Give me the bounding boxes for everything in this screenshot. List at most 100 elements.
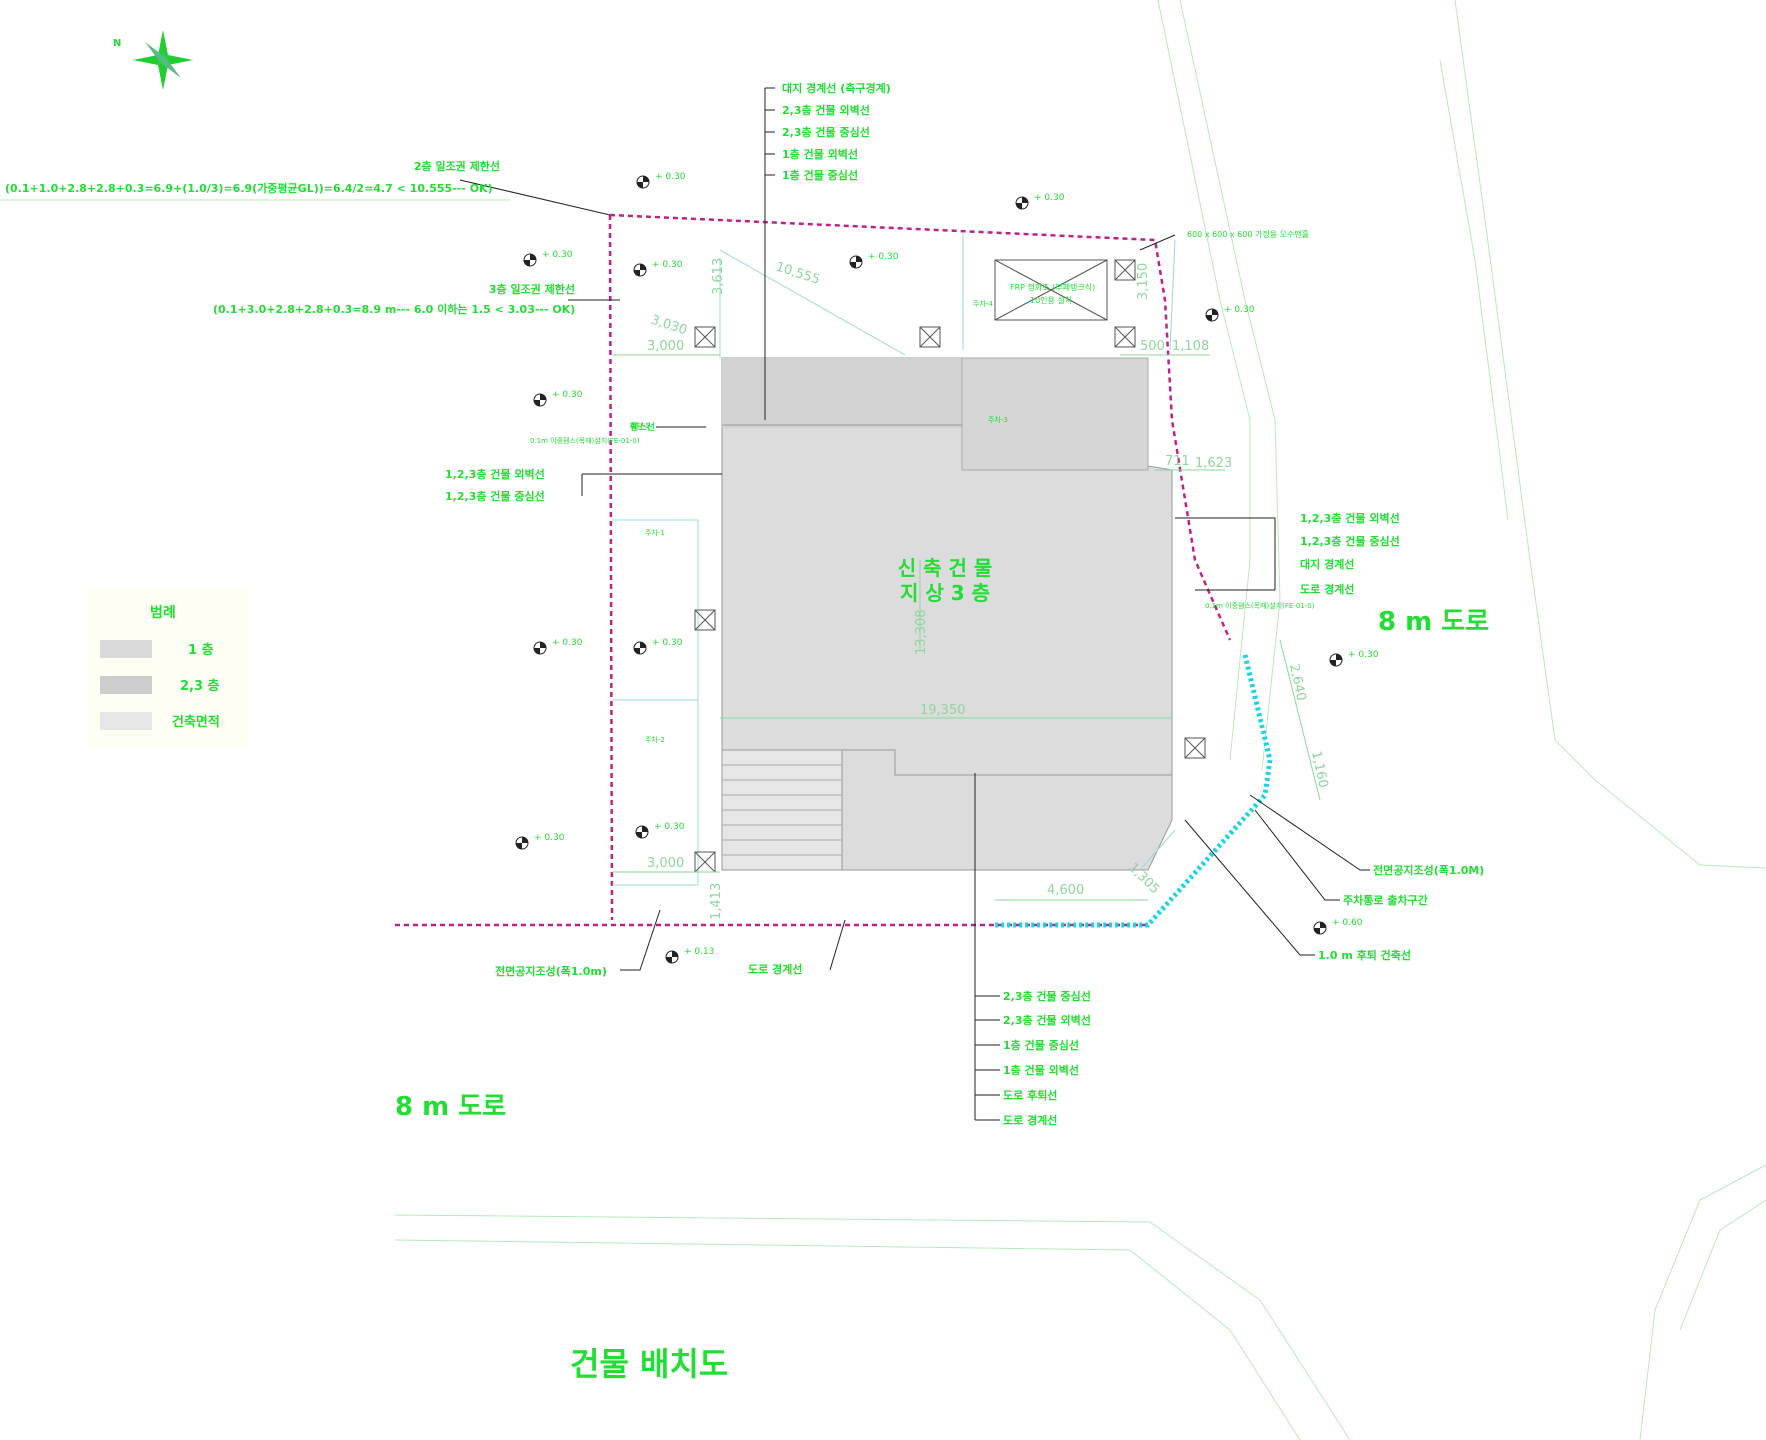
- top-callout-2: 2,3층 건물 외벽선: [782, 103, 870, 117]
- dim-13308: 13,308: [914, 610, 929, 656]
- top-callout-5: 1층 건물 중심선: [782, 168, 858, 182]
- north-arrow-icon: N: [113, 30, 193, 90]
- leader-lines: [459, 87, 1370, 1121]
- manhole-label: 600 x 600 x 600 가정용 오수맨홀: [1187, 229, 1309, 239]
- svg-text:+ 0.30: + 0.30: [552, 390, 583, 400]
- svg-text:+ 0.30: + 0.30: [1348, 650, 1379, 660]
- bottom-callout-4: 1층 건물 외벽선: [1003, 1063, 1079, 1077]
- dim-711: 711: [1165, 454, 1190, 469]
- tank-sub: 10인용 설치: [1030, 295, 1072, 305]
- parking-2: 주차-2: [645, 735, 665, 744]
- legend-swatch-2: [100, 676, 152, 694]
- svg-text:+ 0.30: + 0.30: [655, 172, 686, 182]
- legend-swatch-3: [100, 712, 152, 730]
- left-outer-callout: 1,2,3층 건물 외벽선: [445, 467, 545, 481]
- slant3-title: 3층 일조권 제한선: [489, 282, 575, 296]
- fence-sub: 0.1m 이중휀스(목재)설치(FE-01-0): [530, 436, 640, 445]
- legend-label-3: 건축면적: [172, 714, 220, 730]
- drawing-title: 건물 배치도: [570, 1345, 728, 1383]
- dim-3613: 3,613: [711, 258, 726, 295]
- parking-5: 주차-5: [630, 421, 650, 430]
- dim-1160: 1,160: [1308, 750, 1330, 790]
- slant2-formula: (0.1+1.0+2.8+2.8+0.3=6.9+(1.0/3)=6.9(가중평…: [5, 181, 493, 195]
- top-callout-1: 대지 경계선 (측구경계): [782, 81, 891, 95]
- svg-text:+ 0.30: + 0.30: [868, 252, 899, 262]
- equipment-boxes: [694, 259, 1206, 873]
- top-callout-4: 1층 건물 외벽선: [782, 147, 858, 161]
- dim-1108: 1,108: [1172, 339, 1209, 354]
- level-marker: + 0.30: [1015, 193, 1065, 210]
- svg-text:+ 0.30: + 0.30: [1224, 305, 1255, 315]
- dim-19350: 19,350: [920, 703, 966, 718]
- bottom-left-callout-2: 도로 경계선: [748, 962, 802, 976]
- bottom-callout-5: 도로 후퇴선: [1003, 1088, 1057, 1102]
- road-south-label: 8 m 도로: [395, 1092, 506, 1122]
- tank-tag: 주차-4: [973, 299, 993, 308]
- site-boundary: [395, 213, 1232, 927]
- bottom-callout-1: 2,3층 건물 중심선: [1003, 989, 1091, 1003]
- bottom-right-callout-1: 전면공지조성(폭1.0M): [1373, 863, 1484, 877]
- dim-3000-bottom: 3,000: [647, 856, 684, 871]
- bottom-right-callout-3: 1.0 m 후퇴 건축선: [1318, 948, 1411, 962]
- svg-text:+ 0.30: + 0.30: [542, 250, 573, 260]
- legend-swatch-1: [100, 640, 152, 658]
- upper-floor-block-right: [961, 357, 1149, 471]
- dimension-lines: [612, 354, 1321, 901]
- dim-1623: 1,623: [1195, 456, 1232, 471]
- dim-2640: 2,640: [1286, 663, 1308, 703]
- dim-3000-top: 3,000: [647, 339, 684, 354]
- svg-text:+ 0.60: + 0.60: [1332, 918, 1363, 928]
- legend-label-2: 2,3 층: [180, 678, 220, 694]
- level-markers: + 0.30 + 0.30 + 0.30 + 0.30 + 0.30 + 0.3…: [515, 172, 1379, 964]
- svg-text:+ 0.30: + 0.30: [534, 833, 565, 843]
- right-callout-2: 1,2,3층 건물 중심선: [1300, 534, 1400, 548]
- bottom-left-callout-1: 전면공지조성(폭1.0m): [495, 964, 607, 978]
- svg-text:N: N: [113, 38, 121, 49]
- road-east-label: 8 m 도로: [1378, 607, 1489, 637]
- level-marker: + 0.30: [533, 638, 583, 655]
- dim-500: 500: [1140, 339, 1165, 354]
- left-center-callout: 1,2,3층 건물 중심선: [445, 489, 545, 503]
- bottom-callout-2: 2,3층 건물 외벽선: [1003, 1013, 1091, 1027]
- bottom-right-callout-2: 주차통로 출차구간: [1343, 893, 1428, 907]
- legend-title: 범례: [150, 605, 176, 621]
- level-marker: + 0.30: [523, 250, 573, 267]
- legend-label-1: 1 층: [188, 642, 214, 658]
- level-marker: + 0.30: [515, 833, 565, 850]
- dim-10555: 10,555: [774, 260, 822, 288]
- level-marker: + 0.30: [633, 638, 683, 655]
- dim-1413: 1,413: [709, 883, 724, 920]
- right-callout-1: 1,2,3층 건물 외벽선: [1300, 511, 1400, 525]
- level-marker: + 0.30: [533, 390, 583, 407]
- svg-text:+ 0.30: + 0.30: [652, 638, 683, 648]
- building-mass: 신 축 건 물 지 상 3 층: [721, 357, 1173, 871]
- svg-text:+ 0.30: + 0.30: [652, 260, 683, 270]
- stair-hatch: [721, 749, 843, 871]
- svg-text:+ 0.13: + 0.13: [684, 947, 714, 957]
- slant2-title: 2층 일조권 제한선: [414, 159, 500, 173]
- parking-3: 주차-3: [988, 415, 1008, 424]
- level-marker: + 0.30: [633, 260, 683, 277]
- level-marker: + 0.13: [665, 947, 714, 964]
- right-callout-3: 대지 경계선: [1300, 557, 1354, 571]
- top-callout-3: 2,3층 건물 중심선: [782, 125, 870, 139]
- upper-floor-block: [722, 358, 962, 428]
- bottom-callout-3: 1층 건물 중심선: [1003, 1038, 1079, 1052]
- bottom-callout-6: 도로 경계선: [1003, 1113, 1057, 1127]
- setback-lines: [612, 233, 1176, 886]
- level-marker: + 0.30: [849, 252, 899, 269]
- slant3-formula: (0.1+3.0+2.8+2.8+0.3=8.9 m--- 6.0 이하는 1.…: [213, 302, 575, 316]
- level-marker: + 0.30: [636, 172, 686, 189]
- level-marker: + 0.30: [1329, 650, 1379, 667]
- building-name-line2: 지 상 3 층: [900, 581, 990, 605]
- dim-3150: 3,150: [1136, 263, 1151, 300]
- dim-3030: 3,030: [649, 313, 689, 339]
- level-marker: + 0.60: [1313, 918, 1363, 935]
- fence-label: 휀스선: [630, 421, 655, 433]
- parking-1: 주차-1: [645, 528, 665, 537]
- legend: 범례 1 층 2,3 층 건축면적: [88, 588, 248, 748]
- svg-text:+ 0.30: + 0.30: [552, 638, 583, 648]
- svg-text:+ 0.30: + 0.30: [654, 822, 685, 832]
